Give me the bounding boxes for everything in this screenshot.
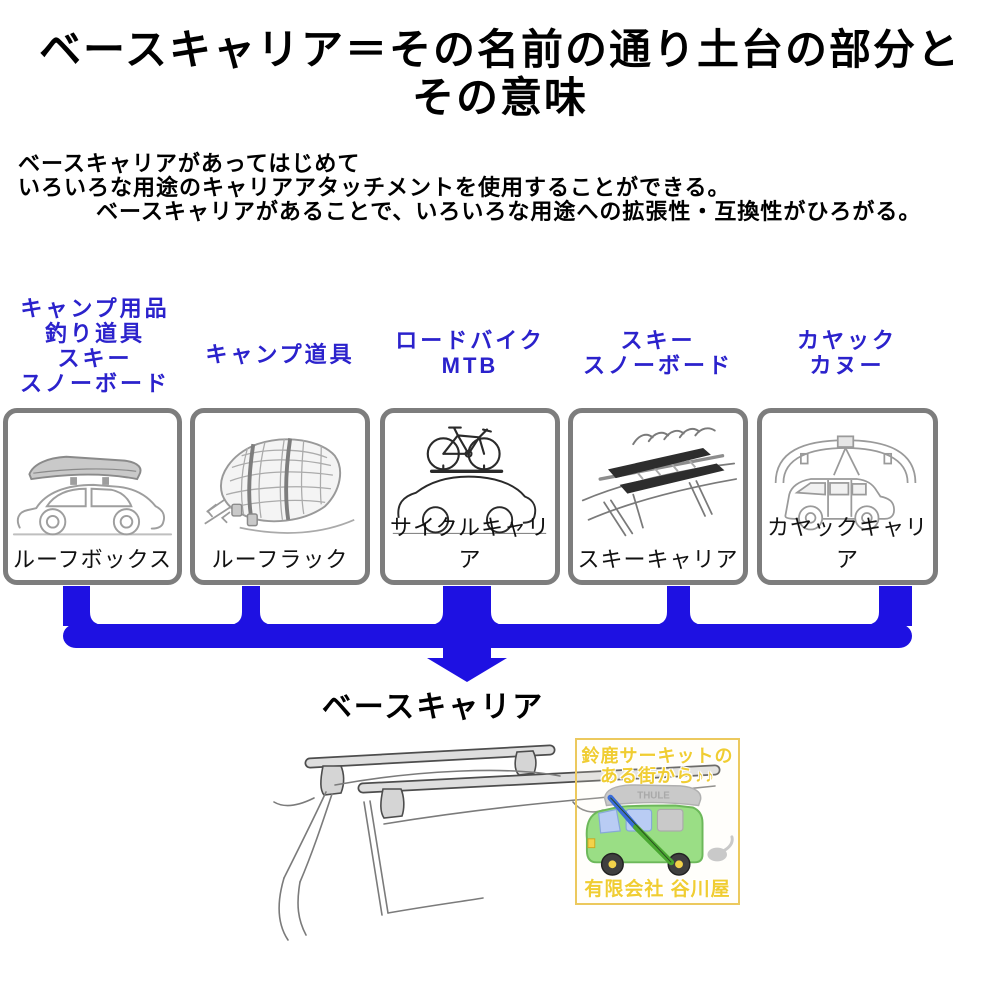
kayak-on-suv-icon [774, 435, 917, 531]
cargo-net-on-roof-rack-icon [204, 438, 355, 534]
carrier-caption: ルーフボックス [12, 547, 173, 572]
page-title-line2: その意味 [411, 74, 588, 121]
page-title-line1: ベースキャリア＝その名前の通り土台の部分と [39, 26, 961, 73]
carrier-caption: スキーキャリア [577, 547, 739, 572]
carrier-caption: カヤックキャリア [766, 515, 928, 572]
carrier-box-kayak-carrier: カヤックキャリア [757, 408, 938, 585]
roofbox-brand-text: THULE [637, 791, 670, 802]
use-label-ski-carrier: スキー スノーボード [582, 328, 734, 378]
carrier-box-roof-rack: ルーフラック [190, 408, 370, 585]
use-label-cycle-carrier: ロードバイク MTB [395, 328, 545, 378]
base-carrier-illustration [273, 744, 721, 941]
watermark-company-name: 有限会社 谷川屋 [584, 879, 731, 900]
use-label-roof-box: キャンプ用品 釣り道具 スキー スノーボード [19, 296, 171, 396]
base-carrier-heading: ベースキャリア [321, 691, 545, 724]
use-label-roof-rack: キャンプ道具 [205, 342, 355, 367]
carrier-box-roof-box: ルーフボックス [3, 408, 182, 585]
roof-box-on-sedan-icon [12, 455, 173, 536]
bicycle-on-sedan-icon [392, 426, 547, 534]
watermark-text-line1: 鈴鹿サーキットの [581, 746, 734, 766]
watermark-text-line2: ある街から♪♪ [600, 766, 715, 786]
intro-line2: いろいろな用途のキャリアアタッチメントを使用することができる。 [18, 175, 731, 200]
ski-carrier-on-roof-icon [581, 427, 737, 537]
connector-arrow [63, 586, 912, 682]
carrier-caption: サイクルキャリア [390, 515, 550, 572]
intro-line3: ベースキャリアがあることで、いろいろな用途への拡張性・互換性がひろがる。 [96, 199, 922, 224]
carrier-box-cycle-carrier: サイクルキャリア [380, 408, 560, 585]
intro-line1: ベースキャリアがあってはじめて [18, 151, 361, 176]
shop-watermark: 鈴鹿サーキットの ある街から♪♪ THULE 有限会社 谷川屋 [575, 738, 740, 905]
page-title: ベースキャリア＝その名前の通り土台の部分と その意味 [0, 26, 1000, 122]
green-van-logo: THULE [585, 784, 734, 876]
carrier-box-ski-carrier: スキーキャリア [568, 408, 748, 585]
carrier-caption: ルーフラック [211, 547, 349, 572]
use-label-kayak-carrier: カヤック カヌー [796, 328, 898, 378]
intro-paragraph: ベースキャリアがあってはじめて いろいろな用途のキャリアアタッチメントを使用する… [18, 152, 988, 224]
